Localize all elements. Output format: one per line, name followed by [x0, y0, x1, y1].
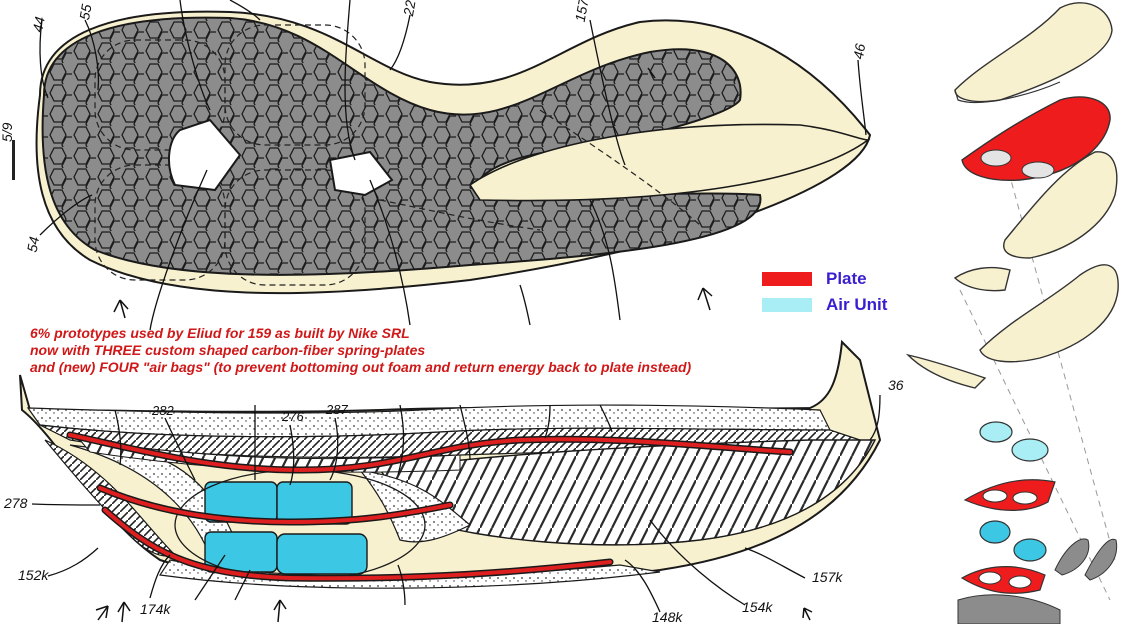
ref-side-label: 5/9: [0, 122, 15, 142]
heel-window: [168, 118, 242, 192]
ref-157k: 157k: [812, 569, 843, 585]
ref-276: 276: [281, 409, 304, 424]
ref-54: 54: [24, 235, 42, 253]
exploded-view: [905, 2, 1119, 624]
legend-swatch-plate: [762, 272, 812, 286]
dashed-pods: [94, 24, 701, 286]
air-units: [174, 469, 426, 581]
ref-174k: 174k: [140, 601, 171, 617]
arrow-bottom-a: [95, 605, 109, 621]
arrow-bottom-b: [117, 601, 131, 623]
air-unit-front-bottom: [276, 533, 368, 575]
sole-cross-section: 282 276 287 36 278 152k 174k 148k 154k 1…: [3, 339, 904, 624]
exploded-plate-hole-1: [980, 149, 1012, 167]
arrow-top-a: [113, 299, 129, 319]
exploded-air-4: [1013, 538, 1047, 562]
forefoot-chevron-foam: [378, 439, 877, 546]
top-leader-lines: [39, 0, 867, 331]
exploded-foam-4: [905, 353, 987, 389]
exploded-grey-pad-2: [1084, 538, 1118, 581]
exploded-insole: [954, 2, 1113, 103]
caption-line-1: 6% prototypes used by Eliud for 159 as b…: [30, 325, 410, 341]
legend-item-plate: Plate: [762, 266, 887, 292]
exploded-red-plate-2: [963, 479, 1056, 511]
ref-46: 46: [850, 42, 868, 60]
annotation-caption: 6% prototypes used by Eliud for 159 as b…: [30, 325, 840, 376]
forefoot-tongue: [468, 123, 871, 202]
mid-foam-band: [358, 469, 472, 543]
ref-154k: 154k: [742, 599, 773, 615]
ref-287: 287: [325, 402, 348, 417]
legend-label-plate: Plate: [826, 269, 867, 288]
bottom-leader-lines: [31, 394, 881, 613]
arrow-top-c: [647, 67, 656, 79]
ref-278: 278: [3, 495, 28, 511]
side-bar-mark: [12, 140, 15, 180]
legend: Plate Air Unit: [762, 266, 887, 318]
exploded-grey-outsole: [957, 594, 1061, 624]
arrow-bottom-d: [802, 607, 813, 621]
ref-152k: 152k: [18, 567, 49, 583]
exploded-air-3: [979, 520, 1011, 544]
exploded-foam-3: [979, 264, 1119, 363]
legend-swatch-air-unit: [762, 298, 812, 312]
ref-22: 22: [400, 0, 419, 18]
exploded-air-2: [1011, 438, 1049, 462]
arrow-bottom-c: [273, 599, 287, 623]
mid-window: [328, 150, 394, 197]
exploded-red-plate-3: [960, 566, 1046, 594]
legend-item-air-unit: Air Unit: [762, 292, 887, 318]
exploded-foam-2: [953, 266, 1011, 292]
exploded-grey-pad-1: [1054, 538, 1090, 576]
carbon-plates: [66, 431, 794, 582]
ref-148k: 148k: [652, 609, 683, 624]
caption-line-3: and (new) FOUR "air bags" (to prevent bo…: [30, 359, 692, 375]
heel-foam-band-a: [44, 439, 177, 557]
ref-36: 36: [888, 377, 904, 393]
legend-label-air-unit: Air Unit: [826, 295, 888, 314]
ref-157: 157: [572, 0, 592, 23]
hex-tread-pattern: [42, 17, 761, 275]
ref-282: 282: [151, 403, 174, 418]
arrow-top-b: [697, 287, 713, 311]
ref-44: 44: [29, 15, 47, 33]
exploded-air-1: [979, 421, 1013, 443]
exploded-plate-hole-2: [1021, 161, 1055, 179]
exploded-foam-1: [1003, 151, 1118, 259]
caption-line-2: now with THREE custom shaped carbon-fibe…: [30, 342, 426, 358]
outsole-top-view: 44 55 22 157 46 54 5/9: [0, 0, 872, 331]
ref-55: 55: [76, 3, 94, 21]
